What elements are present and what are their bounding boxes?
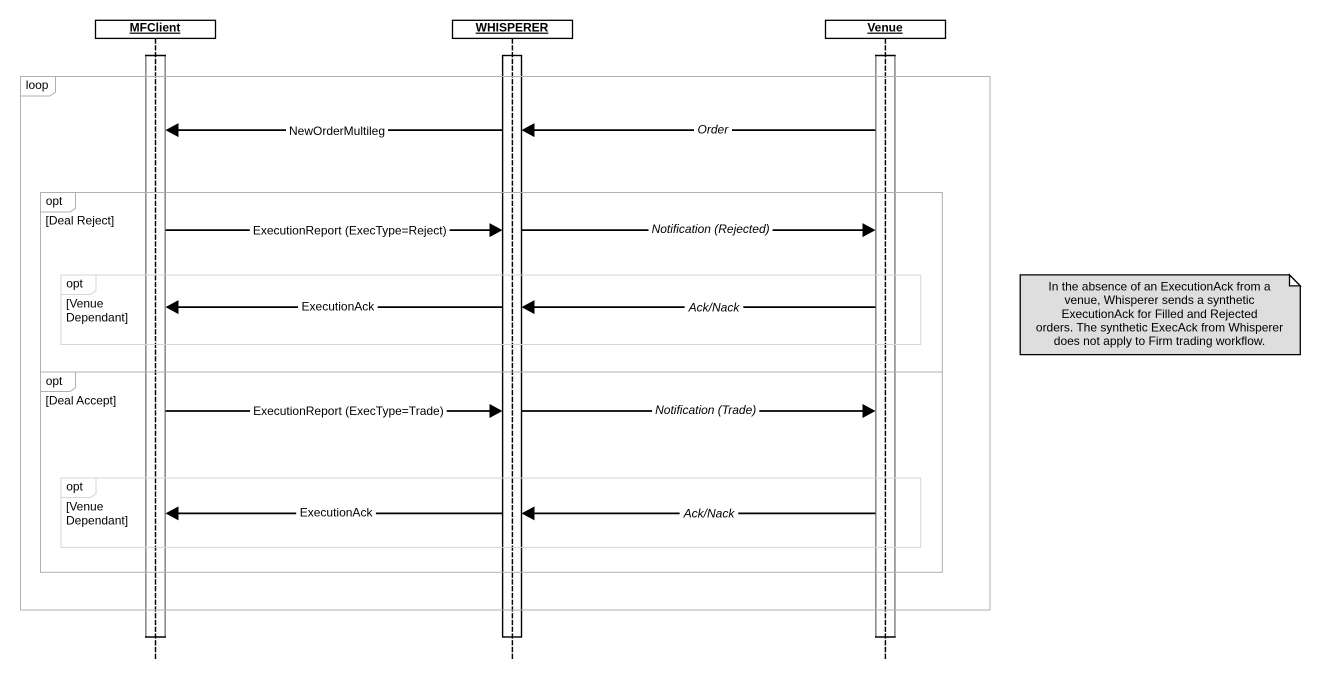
svg-text:In the absence of an Execution: In the absence of an ExecutionAck from a	[1048, 280, 1270, 294]
svg-text:WHISPERER: WHISPERER	[476, 21, 549, 35]
svg-text:loop: loop	[26, 78, 49, 92]
svg-text:ExecutionReport (ExecType=Reje: ExecutionReport (ExecType=Reject)	[253, 223, 447, 237]
svg-text:ExecutionReport (ExecType=Trad: ExecutionReport (ExecType=Trade)	[253, 404, 444, 418]
svg-text:NewOrderMultileg: NewOrderMultileg	[289, 124, 385, 138]
svg-text:Order: Order	[698, 123, 730, 137]
svg-text:orders. The synthetic ExecAck: orders. The synthetic ExecAck from Whisp…	[1036, 320, 1283, 334]
svg-text:Notification (Trade): Notification (Trade)	[655, 403, 756, 417]
svg-text:Dependant]: Dependant]	[66, 310, 128, 324]
svg-text:Ack/Nack: Ack/Nack	[683, 506, 736, 520]
svg-text:Notification (Rejected): Notification (Rejected)	[652, 222, 770, 236]
svg-text:ExecutionAck: ExecutionAck	[300, 506, 374, 520]
svg-text:Dependant]: Dependant]	[66, 514, 128, 528]
svg-text:ExecutionAck: ExecutionAck	[302, 300, 376, 314]
svg-text:opt: opt	[46, 374, 63, 388]
svg-text:Venue: Venue	[867, 21, 903, 35]
svg-text:Ack/Nack: Ack/Nack	[688, 301, 741, 315]
svg-text:opt: opt	[46, 194, 63, 208]
svg-text:opt: opt	[66, 480, 83, 494]
svg-text:[Deal Accept]: [Deal Accept]	[46, 394, 117, 408]
svg-text:[Venue: [Venue	[66, 296, 104, 310]
svg-text:[Venue: [Venue	[66, 500, 104, 514]
svg-text:venue, Whisperer sends a synth: venue, Whisperer sends a synthetic	[1064, 293, 1254, 307]
svg-text:[Deal Reject]: [Deal Reject]	[46, 214, 115, 228]
svg-text:MFClient: MFClient	[130, 21, 181, 35]
svg-text:does not apply to Firm trading: does not apply to Firm trading workflow.	[1054, 334, 1265, 348]
svg-text:ExecutionAck for Filled and Re: ExecutionAck for Filled and Rejected	[1061, 307, 1257, 321]
svg-text:opt: opt	[66, 276, 83, 290]
